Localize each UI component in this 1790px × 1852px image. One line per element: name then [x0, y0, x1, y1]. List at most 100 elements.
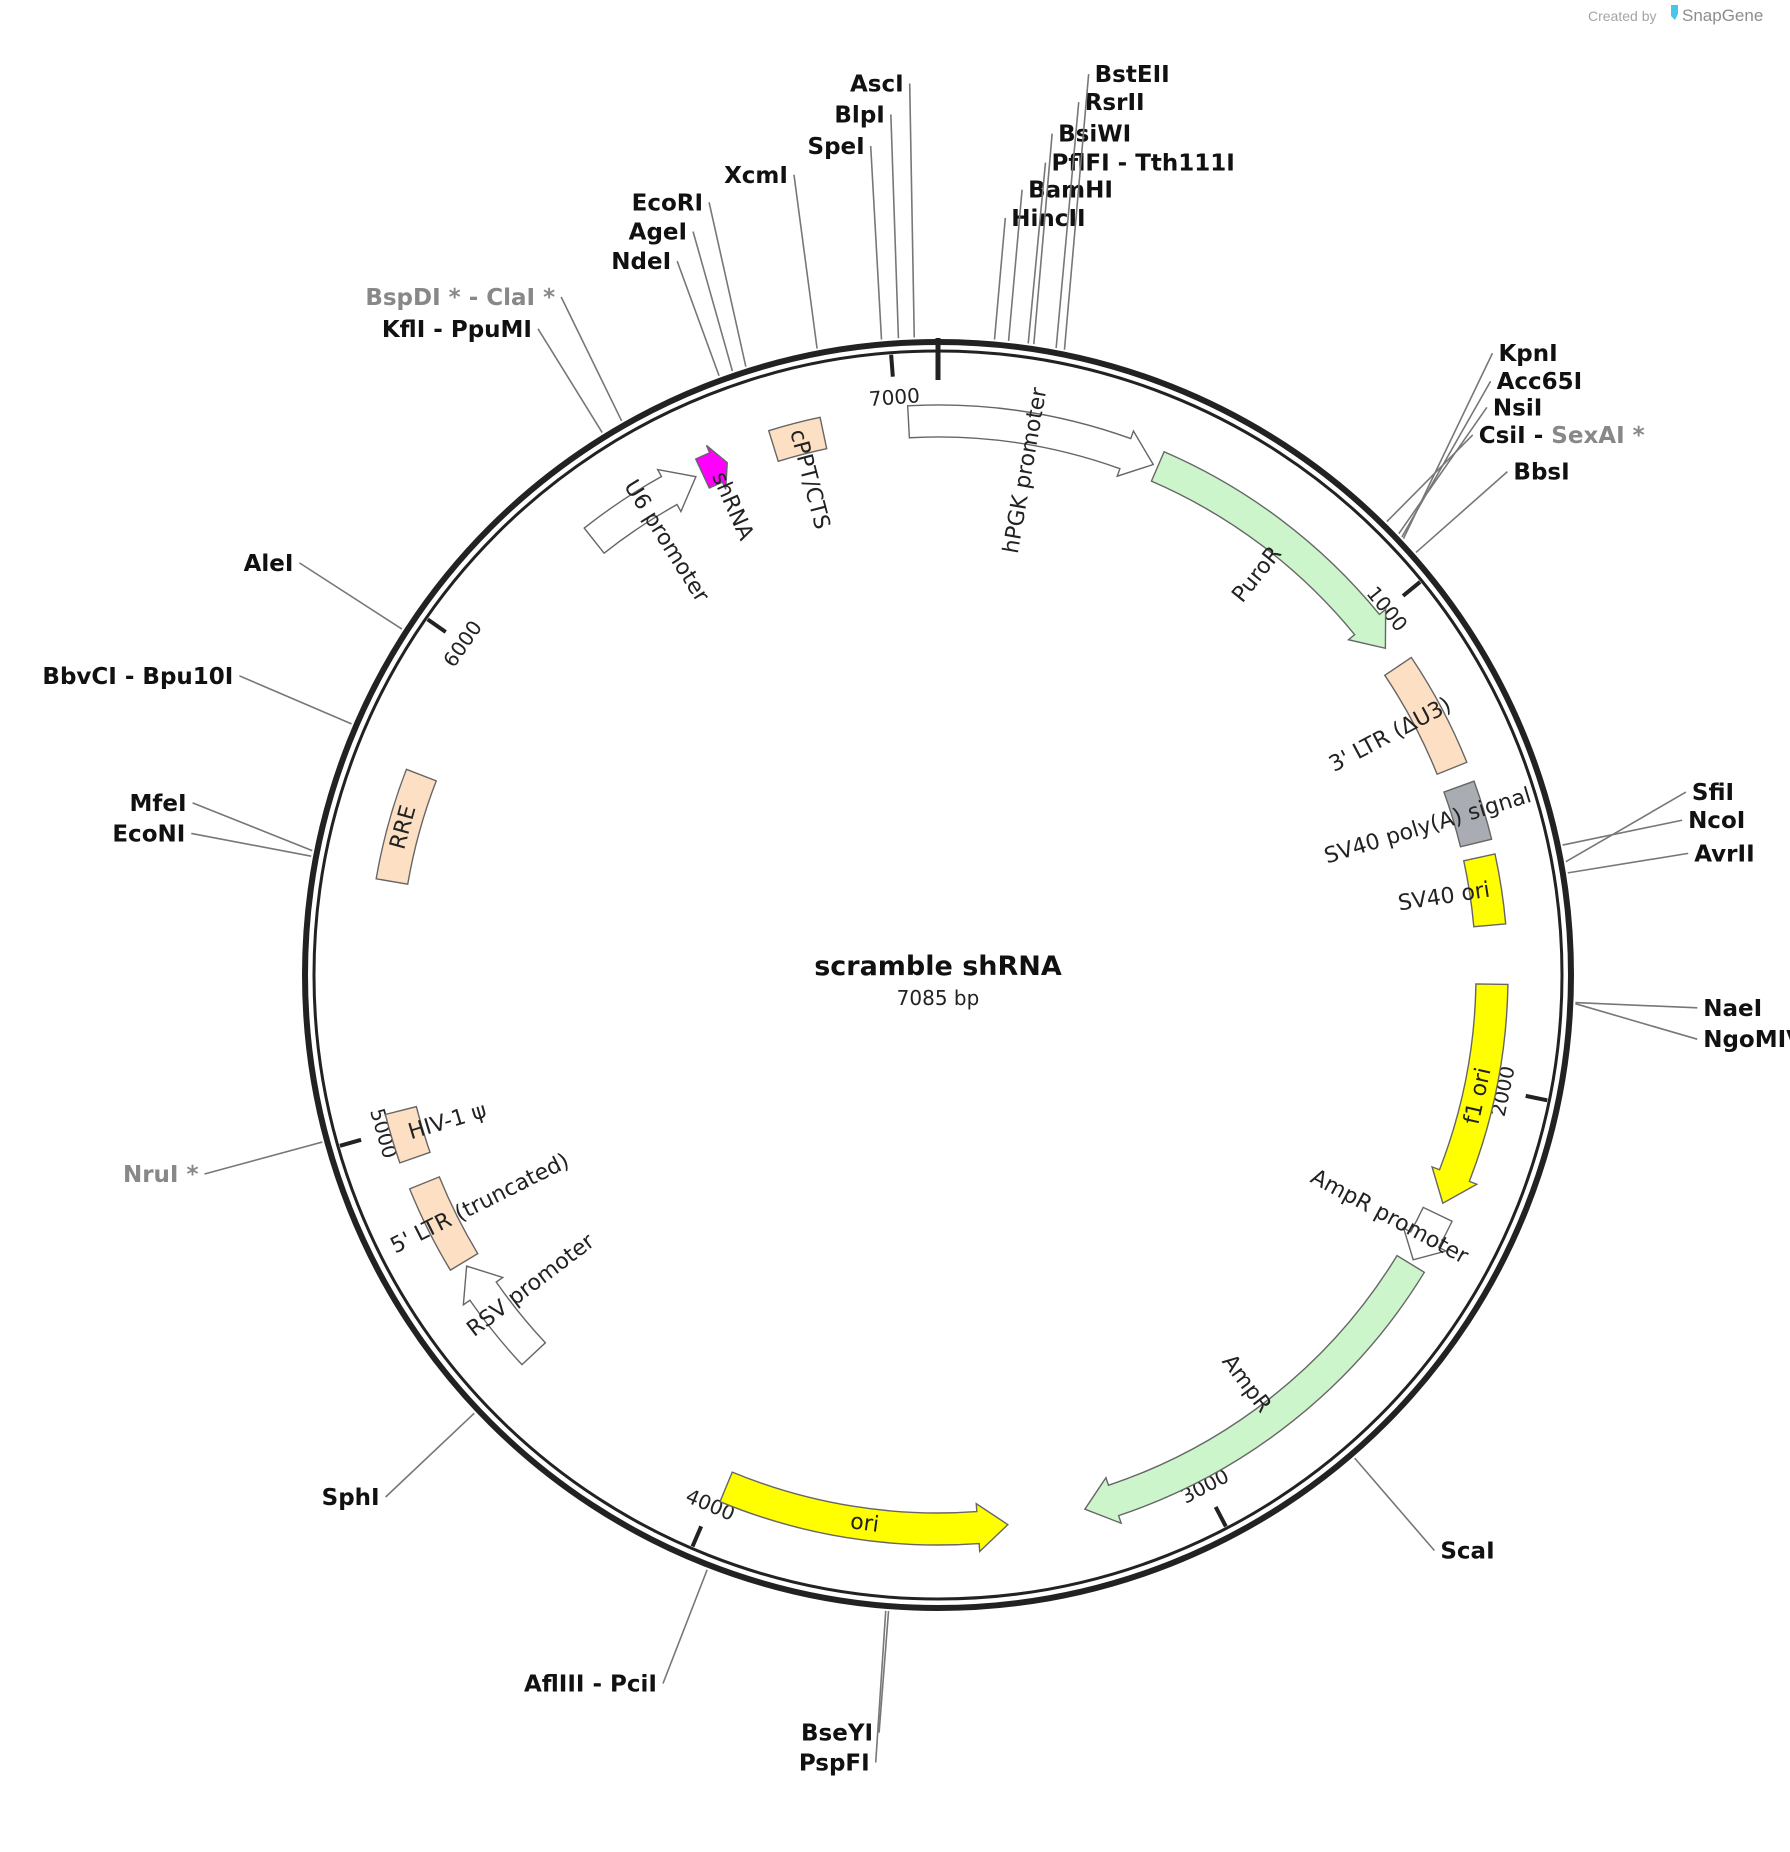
feature-sv40-ori[interactable] [1462, 853, 1507, 928]
feature-label-puror: PuroR [1227, 542, 1287, 608]
site-label-tth111i: Tth111I [1135, 151, 1235, 177]
feature-hiv-1[interactable] [384, 1105, 431, 1164]
feature-puror[interactable] [1150, 450, 1387, 650]
site-label-group-bbvci[interactable]: BbvCI - Bpu10I [42, 664, 233, 690]
site-label-afliii: AflIII [524, 1671, 585, 1697]
site-leader-hincii [993, 217, 1007, 340]
site-label-group-avrii[interactable]: AvrII [1694, 841, 1754, 867]
site-leader-rsrii [1055, 102, 1080, 349]
site-label-group-asci[interactable]: AscI [850, 72, 904, 98]
feature-f1-ori[interactable] [1430, 983, 1509, 1205]
site-label-group-ngomiv[interactable]: NgoMIV [1703, 1027, 1790, 1053]
tick-mark-4000 [690, 1525, 704, 1548]
site-label-scai: ScaI [1440, 1539, 1494, 1565]
site-label-group-blpi[interactable]: BlpI [834, 102, 884, 128]
site-label-group-mfei[interactable]: MfeI [130, 791, 187, 817]
feature-sv40-poly-a-signal[interactable] [1443, 780, 1493, 848]
site-separator: - [425, 317, 451, 343]
site-leader-nsii [1398, 406, 1488, 535]
site-label-group-hincii[interactable]: HincII [1011, 206, 1085, 232]
site-label-group-ndei[interactable]: NdeI [611, 249, 671, 275]
site-leader-bbsi [1415, 471, 1508, 554]
site-leader-bsteii [1063, 74, 1090, 350]
plasmid-name: scramble shRNA [814, 951, 1062, 982]
site-label-ngomiv: NgoMIV [1703, 1027, 1790, 1053]
site-label-group-bsteii[interactable]: BstEII [1095, 62, 1170, 88]
snapgene-credit: Created by SnapGene [1588, 5, 1763, 25]
feature-ampr[interactable] [1083, 1254, 1426, 1525]
site-label-rsrii: RsrII [1085, 90, 1145, 116]
tick-mark-5000 [339, 1137, 362, 1148]
site-leader-bspdi [560, 296, 623, 422]
feature-rre[interactable] [375, 768, 438, 885]
site-label-group-pflfi[interactable]: PflFI - Tth111I [1051, 151, 1234, 177]
site-label-group-ecori[interactable]: EcoRI [632, 190, 703, 216]
feature-rsv-promoter[interactable] [462, 1265, 547, 1366]
site-leader-econi [191, 832, 312, 857]
feature-5-ltr-truncated[interactable] [408, 1175, 479, 1272]
site-label-group-bspdi[interactable]: BspDI * - ClaI * [365, 285, 555, 311]
site-label-group-rsrii[interactable]: RsrII [1085, 90, 1145, 116]
site-label-group-bbsi[interactable]: BbsI [1513, 460, 1569, 486]
site-label-group-econi[interactable]: EcoNI [112, 821, 185, 847]
site-leader-nrui [204, 1141, 323, 1175]
feature-hpgk-promoter[interactable] [906, 404, 1155, 478]
site-label-clai: ClaI * [486, 285, 555, 311]
site-leader-scai [1354, 1457, 1435, 1552]
site-label-group-scai[interactable]: ScaI [1440, 1539, 1494, 1565]
feature-ampr-promoter[interactable] [1402, 1206, 1453, 1261]
site-label-group-xcmi[interactable]: XcmI [724, 163, 788, 189]
site-label-group-acc65i[interactable]: Acc65I [1497, 369, 1583, 395]
site-separator: - [1110, 151, 1136, 177]
site-label-group-bseyi[interactable]: BseYI [801, 1721, 873, 1747]
feature-u6-promoter[interactable] [583, 468, 697, 555]
tick-mark-2000 [1525, 1093, 1548, 1103]
site-label-blpi: BlpI [834, 102, 884, 128]
site-label-group-kpni[interactable]: KpnI [1498, 341, 1557, 367]
site-label-group-sfii[interactable]: SfiI [1692, 780, 1734, 806]
feature-cppt-cts[interactable] [767, 416, 828, 463]
site-label-pcii: PciI [610, 1671, 657, 1697]
site-label-bsiwi: BsiWI [1058, 122, 1131, 148]
site-leader-naei [1575, 1001, 1698, 1009]
site-leader-sphi [385, 1412, 475, 1498]
site-leader-kpni [1402, 352, 1494, 539]
site-label-group-agei[interactable]: AgeI [629, 220, 687, 246]
site-leader-agei [692, 231, 734, 372]
tick-mark-6000 [426, 617, 447, 634]
site-label-group-naei[interactable]: NaeI [1703, 996, 1762, 1022]
site-label-pspfi: PspFI [799, 1750, 870, 1776]
site-label-kfli: KflI [382, 317, 425, 343]
site-label-csii: CsiI [1479, 423, 1526, 449]
feature-label-shrna: shRNA [706, 468, 758, 544]
site-label-group-afliii[interactable]: AflIII - PciI [524, 1671, 657, 1697]
site-label-spei: SpeI [808, 134, 865, 160]
site-label-group-nrui[interactable]: NruI * [123, 1162, 199, 1188]
site-label-group-ncoi[interactable]: NcoI [1688, 808, 1745, 834]
plasmid-length: 7085 bp [897, 986, 980, 1010]
site-label-alei: AleI [244, 551, 294, 577]
site-label-bsteii: BstEII [1095, 62, 1170, 88]
site-label-group-alei[interactable]: AleI [244, 551, 294, 577]
tick-mark-1000 [1401, 580, 1422, 598]
feature-shrna[interactable] [694, 444, 728, 490]
site-label-group-kfli[interactable]: KflI - PpuMI [382, 317, 532, 343]
snapgene-logo-icon [1671, 5, 1678, 20]
site-label-group-spei[interactable]: SpeI [808, 134, 865, 160]
feature-label-ampr: AmpR [1217, 1350, 1277, 1418]
feature-3-ltr-u3[interactable] [1383, 656, 1468, 776]
site-label-group-pspfi[interactable]: PspFI [799, 1750, 870, 1776]
site-label-sexai: SexAI * [1551, 423, 1644, 449]
site-leader-spei [869, 145, 883, 340]
site-label-ncoi: NcoI [1688, 808, 1745, 834]
site-separator: - [461, 285, 487, 311]
feature-ori[interactable] [719, 1471, 1009, 1554]
site-label-group-csii[interactable]: CsiI - SexAI * [1479, 423, 1645, 449]
site-label-group-sphi[interactable]: SphI [322, 1485, 380, 1511]
site-leader-alei [299, 562, 403, 630]
site-leader-ncoi [1562, 819, 1683, 846]
site-label-ndei: NdeI [611, 249, 671, 275]
tick-label: 6000 [438, 616, 487, 671]
site-label-group-nsii[interactable]: NsiI [1493, 395, 1542, 421]
site-label-group-bsiwi[interactable]: BsiWI [1058, 122, 1131, 148]
